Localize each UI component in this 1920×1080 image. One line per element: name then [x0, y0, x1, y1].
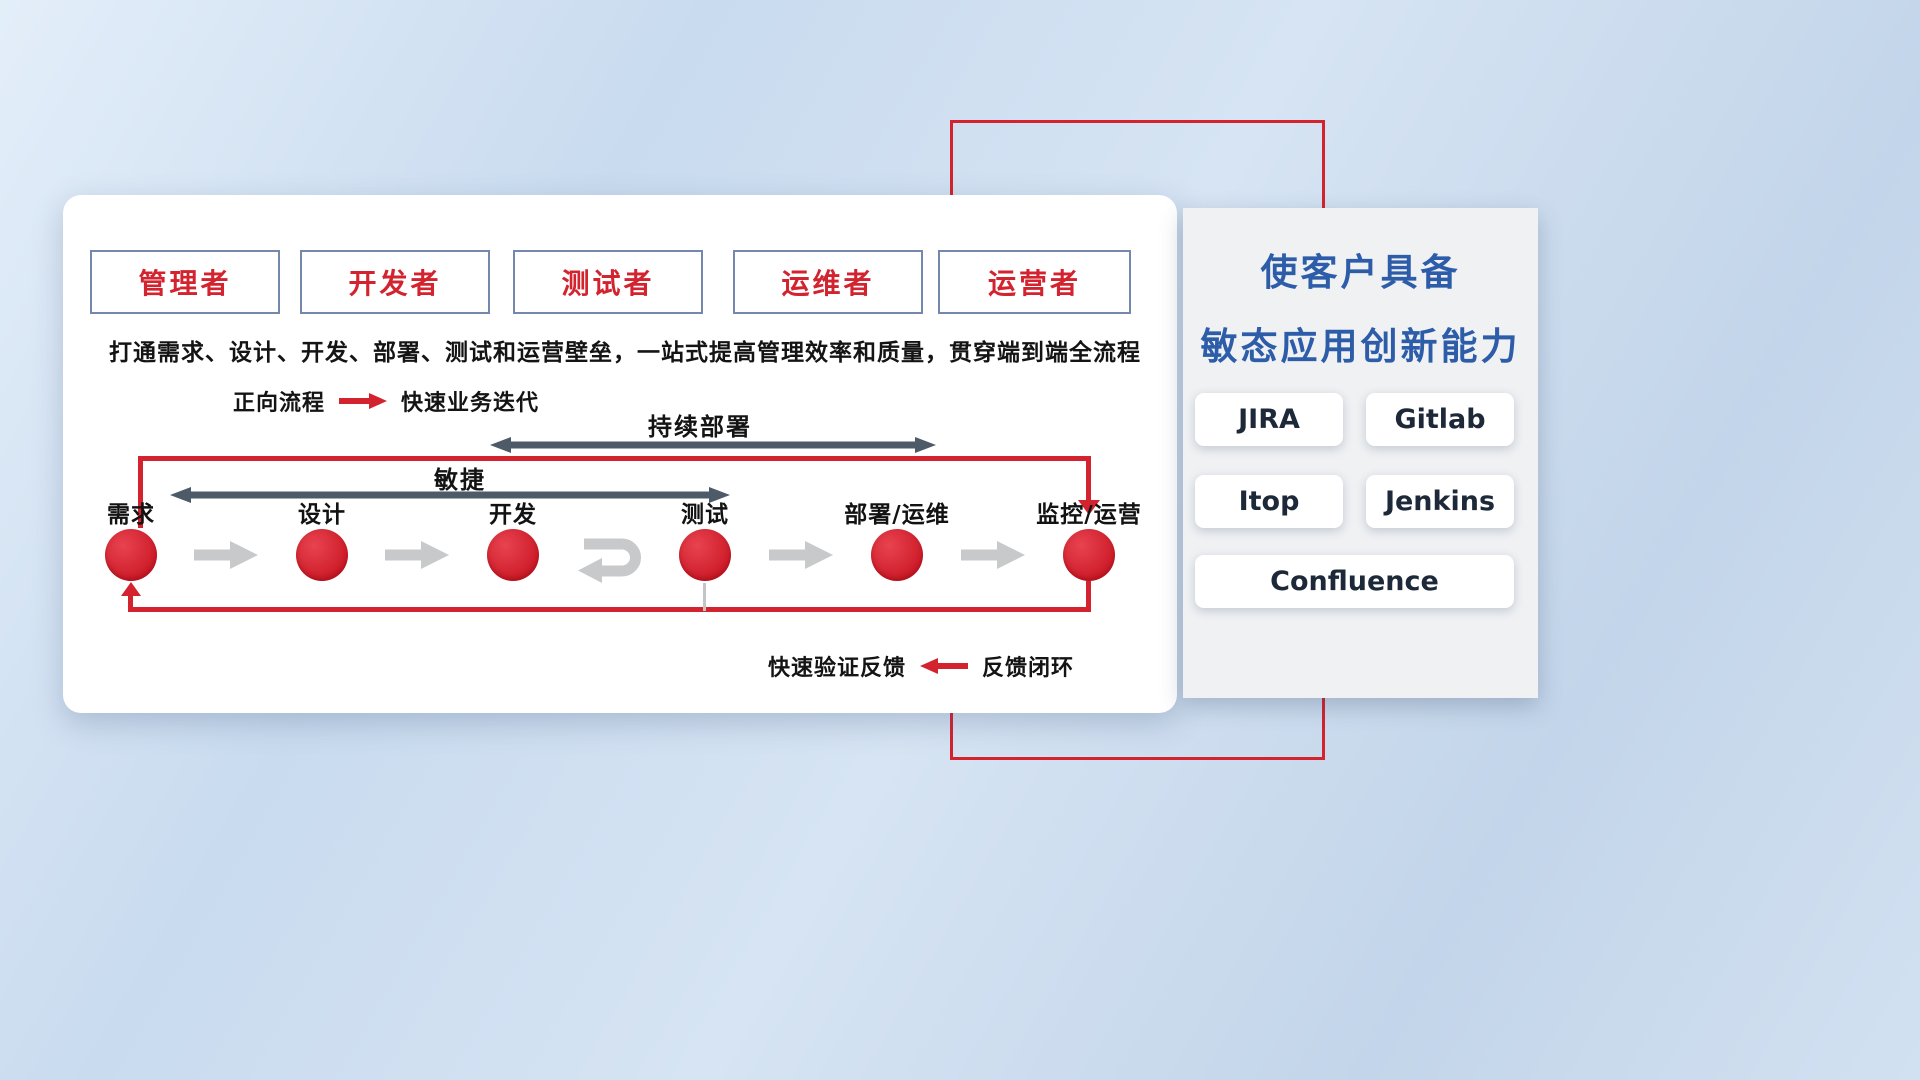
agile-label: 敏捷	[434, 466, 486, 494]
tool-label: JIRA	[1238, 404, 1300, 435]
stage-node-monitor-ops	[1063, 529, 1115, 581]
flow-arrow-icon	[769, 541, 833, 569]
stage-node-design	[296, 529, 348, 581]
flow-arrow-icon	[385, 541, 449, 569]
tool-chip-confluence: Confluence	[1195, 555, 1514, 608]
tool-chip-jira: JIRA	[1195, 393, 1343, 446]
role-box-ops: 运维者	[733, 250, 923, 314]
continuous-deployment-label: 持续部署	[648, 413, 752, 441]
role-box-operator: 运营者	[938, 250, 1131, 314]
forward-loop-line-right	[1086, 456, 1091, 502]
role-label: 运维者	[781, 267, 875, 300]
flow-arrow-icon	[194, 541, 258, 569]
forward-loop-line-left	[138, 456, 143, 528]
stage-label-development: 开发	[489, 502, 537, 528]
feedback-loop-line-left	[128, 595, 133, 609]
tool-chip-jenkins: Jenkins	[1366, 475, 1514, 528]
flow-arrow-icon	[961, 541, 1025, 569]
legend-forward-label: 正向流程	[233, 391, 326, 416]
feedback-loop-arrowhead-icon	[121, 582, 141, 596]
role-label: 测试者	[561, 267, 655, 300]
stage-node-testing	[679, 529, 731, 581]
stage-label-design: 设计	[298, 502, 346, 528]
role-label: 开发者	[348, 267, 442, 300]
tool-chip-gitlab: Gitlab	[1366, 393, 1514, 446]
feedback-loop-line-bottom	[128, 607, 1091, 612]
tool-label: Jenkins	[1384, 486, 1496, 517]
legend-feedback-desc: 快速验证反馈	[768, 656, 907, 681]
tool-label: Itop	[1238, 486, 1300, 517]
capability-title-line1: 使客户具备	[1260, 251, 1461, 294]
stage-node-development	[487, 529, 539, 581]
feedback-loop-line-right	[1086, 581, 1091, 612]
stage-node-deploy-ops	[871, 529, 923, 581]
legend-forward: 正向流程 快速业务迭代	[233, 385, 539, 417]
legend-feedback: 快速验证反馈 反馈闭环	[768, 650, 1074, 682]
tool-chip-itop: Itop	[1195, 475, 1343, 528]
role-box-developer: 开发者	[300, 250, 490, 314]
iteration-loop-icon	[578, 538, 641, 583]
tool-label: Gitlab	[1394, 404, 1486, 435]
capability-title-line2: 敏态应用创新能力	[1200, 325, 1521, 368]
capability-panel: 使客户具备 敏态应用创新能力 JIRA Gitlab Itop Jenkins …	[1183, 208, 1538, 698]
stage-node-requirements	[105, 529, 157, 581]
stage-label-deploy-ops: 部署/运维	[844, 502, 950, 528]
legend-feedback-label: 反馈闭环	[982, 656, 1075, 681]
forward-loop-arrowhead-icon	[1078, 500, 1100, 515]
role-box-manager: 管理者	[90, 250, 280, 314]
tool-label: Confluence	[1270, 566, 1439, 597]
forward-loop-line-top	[138, 456, 1091, 461]
continuous-deployment-arrow-icon	[490, 437, 936, 453]
role-label: 管理者	[138, 267, 232, 300]
stage-label-requirements: 需求	[107, 502, 155, 528]
workflow-panel: 管理者 开发者 测试者 运维者 运营者 打通需求、设计、开发、部署、测试和运营壁…	[63, 195, 1177, 713]
legend-forward-desc: 快速业务迭代	[401, 391, 540, 416]
agile-arrow-icon	[170, 487, 730, 503]
stage-label-testing: 测试	[681, 502, 729, 528]
feedback-arrow-icon	[920, 658, 969, 674]
stage-label-monitor-ops: 监控/运营	[1036, 502, 1142, 528]
forward-arrow-icon	[339, 393, 388, 409]
testing-feedback-line	[703, 583, 706, 611]
role-box-tester: 测试者	[513, 250, 703, 314]
description-text: 打通需求、设计、开发、部署、测试和运营壁垒，一站式提高管理效率和质量，贯穿端到端…	[109, 340, 1141, 366]
role-label: 运营者	[987, 267, 1081, 300]
